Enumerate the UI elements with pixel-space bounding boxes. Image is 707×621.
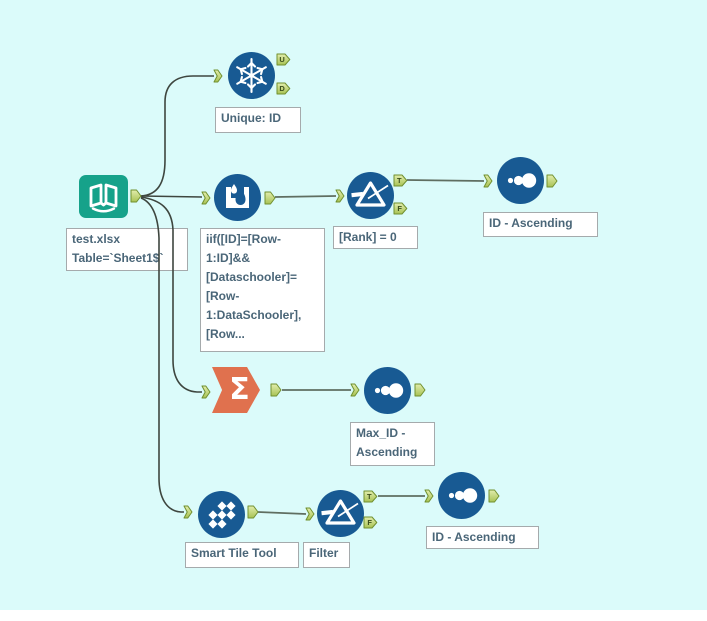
svg-text:T: T xyxy=(397,176,402,185)
svg-text:F: F xyxy=(367,518,372,527)
svg-text:U: U xyxy=(279,55,284,64)
svg-text:D: D xyxy=(279,84,285,93)
smart-tile-annotation[interactable]: Smart Tile Tool xyxy=(185,542,299,568)
input-data-book-icon xyxy=(79,175,128,218)
wire-input-to-summarize[interactable] xyxy=(140,196,202,393)
wire-formula-to-filter[interactable] xyxy=(274,195,337,198)
summarize-output-anchor[interactable] xyxy=(270,383,282,402)
wire-input-to-unique[interactable] xyxy=(140,75,214,197)
filter-rank-tool[interactable] xyxy=(347,172,394,224)
sort-max-annotation[interactable]: Max_ID - Ascending xyxy=(350,422,435,466)
filter-funnel-icon xyxy=(347,172,394,219)
unique-tool[interactable] xyxy=(228,52,275,104)
sort-max-output-anchor[interactable] xyxy=(414,383,426,402)
smart-tile-input-anchor[interactable] xyxy=(183,505,193,524)
svg-text:F: F xyxy=(397,204,402,213)
filter-bottom-tool[interactable] xyxy=(317,490,364,542)
sort-top-input-anchor[interactable] xyxy=(483,174,493,193)
formula-input-anchor[interactable] xyxy=(201,191,211,210)
filter-rank-input-anchor[interactable] xyxy=(335,189,345,208)
formula-output-anchor[interactable] xyxy=(264,191,276,210)
sort-top-tool[interactable] xyxy=(497,157,544,209)
formula-beaker-icon xyxy=(214,174,261,221)
tile-diamonds-icon xyxy=(198,491,245,538)
unique-output-anchor-u[interactable]: U xyxy=(276,53,291,71)
multi-row-formula-tool[interactable] xyxy=(214,174,261,226)
wire-filter-true-to-sort-top[interactable] xyxy=(406,179,485,182)
canvas-bottom-strip xyxy=(0,610,707,621)
sort-bottom-output-anchor[interactable] xyxy=(488,489,500,508)
filter-bottom-false-anchor[interactable]: F xyxy=(363,516,378,534)
filter-bottom-input-anchor[interactable] xyxy=(305,507,315,526)
unique-annotation[interactable]: Unique: ID xyxy=(215,107,301,133)
sort-top-annotation[interactable]: ID - Ascending xyxy=(483,212,598,237)
sort-max-input-anchor[interactable] xyxy=(350,383,360,402)
sort-bottom-annotation[interactable]: ID - Ascending xyxy=(426,526,539,549)
sigma-icon: Σ xyxy=(229,372,250,407)
unique-output-anchor-d[interactable]: D xyxy=(276,82,291,100)
formula-annotation[interactable]: iif([ID]=[Row- 1:ID]&& [Dataschooler]= [… xyxy=(200,228,325,352)
summarize-input-anchor[interactable] xyxy=(201,385,211,404)
sort-max-tool[interactable] xyxy=(364,367,411,419)
unique-input-anchor[interactable] xyxy=(213,69,223,88)
wire-smart-tile-to-filter[interactable] xyxy=(257,511,307,515)
filter-rank-annotation[interactable]: [Rank] = 0 xyxy=(333,226,418,249)
smart-tile-tool[interactable] xyxy=(198,491,245,543)
input-data-output-anchor[interactable] xyxy=(130,189,142,208)
sort-dots-icon xyxy=(364,367,411,414)
sort-top-output-anchor[interactable] xyxy=(546,174,558,193)
wire-input-to-formula[interactable] xyxy=(140,195,203,198)
filter-rank-false-anchor[interactable]: F xyxy=(393,202,408,220)
filter-funnel-icon xyxy=(317,490,364,537)
summarize-tool[interactable]: Σ xyxy=(212,367,260,413)
input-data-tool[interactable] xyxy=(79,175,128,223)
filter-bottom-true-anchor[interactable]: T xyxy=(363,490,378,508)
sort-bottom-tool[interactable] xyxy=(438,472,485,524)
svg-text:T: T xyxy=(367,492,372,501)
snowflake-icon xyxy=(228,52,275,99)
sort-dots-icon xyxy=(497,157,544,204)
sort-bottom-input-anchor[interactable] xyxy=(424,489,434,508)
filter-bottom-annotation[interactable]: Filter xyxy=(303,542,350,568)
smart-tile-output-anchor[interactable] xyxy=(247,505,259,524)
sort-dots-icon xyxy=(438,472,485,519)
input-data-annotation[interactable]: test.xlsx Table=`Sheet1$` xyxy=(66,228,188,271)
filter-rank-true-anchor[interactable]: T xyxy=(393,174,408,192)
